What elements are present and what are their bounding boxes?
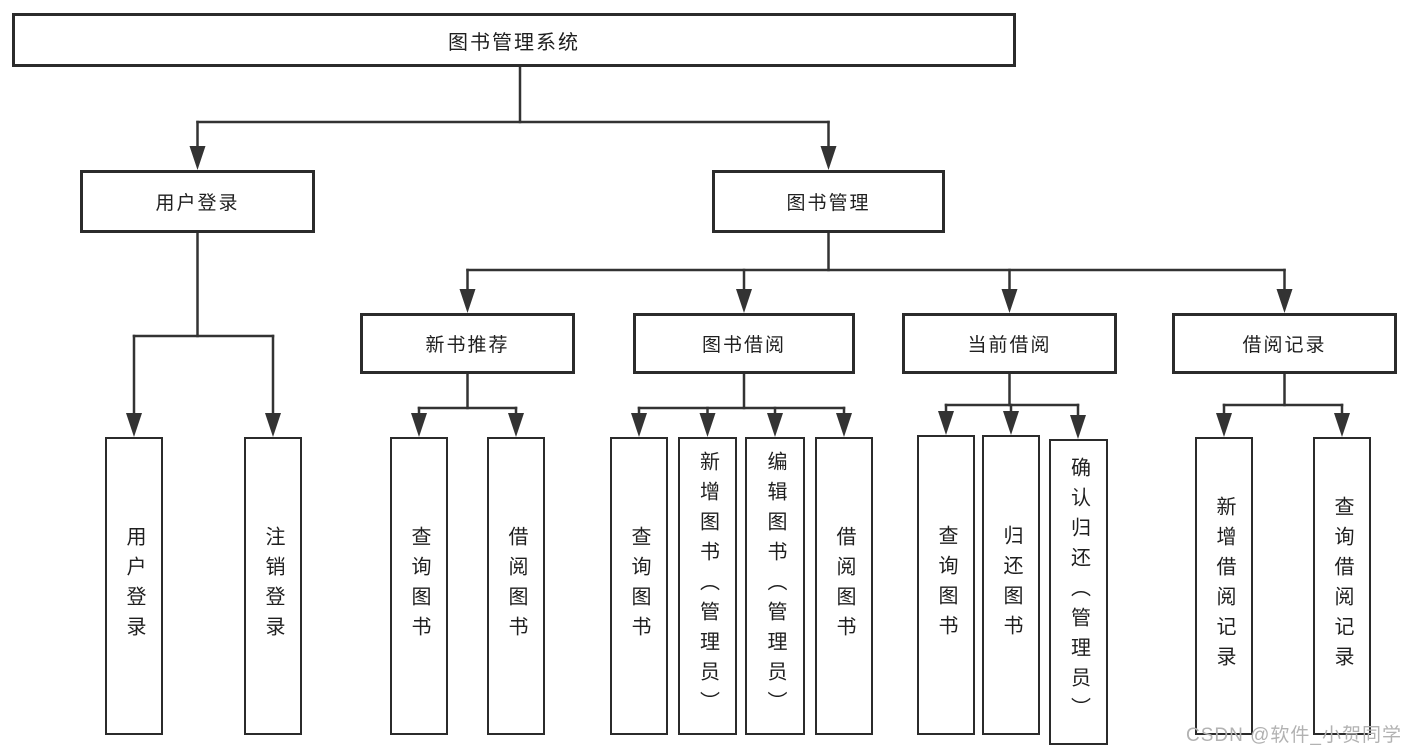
node-new-book-recommend: 新书推荐 xyxy=(360,313,575,374)
node-query-borrow-record: 查询借阅记录 xyxy=(1313,437,1371,735)
connector-new-book-recommend-to-children xyxy=(411,372,524,437)
arrowhead-icon xyxy=(836,413,852,437)
arrowhead-icon xyxy=(767,413,783,437)
csdn-watermark: CSDN @软件_小贺同学 xyxy=(1186,725,1402,746)
arrowhead-icon xyxy=(1070,415,1086,439)
node-book-borrowing: 图书借阅 xyxy=(633,313,855,374)
arrowhead-icon xyxy=(1001,289,1018,313)
node-query-books-2: 查询图书 xyxy=(610,437,668,735)
arrowhead-icon xyxy=(459,289,476,313)
arrowhead-icon xyxy=(265,413,281,437)
connector-user-login-to-children xyxy=(126,231,281,437)
node-borrow-books-1: 借阅图书 xyxy=(487,437,545,735)
node-add-borrow-record: 新增借阅记录 xyxy=(1195,437,1253,735)
connector-book-borrowing-to-children xyxy=(631,372,852,437)
node-query-books-3: 查询图书 xyxy=(917,435,975,735)
node-return-books: 归还图书 xyxy=(982,435,1040,735)
arrowhead-icon xyxy=(631,413,647,437)
node-query-books-1: 查询图书 xyxy=(390,437,448,735)
node-borrowing-records: 借阅记录 xyxy=(1172,313,1397,374)
arrowhead-icon xyxy=(1003,411,1019,435)
node-add-books-admin: 新增图书（管理员） xyxy=(678,437,737,735)
arrowhead-icon xyxy=(820,146,837,170)
arrowhead-icon xyxy=(508,413,524,437)
arrowhead-icon xyxy=(1216,413,1232,437)
node-current-borrowing: 当前借阅 xyxy=(902,313,1117,374)
connector-book-management-to-level3 xyxy=(459,231,1293,313)
arrowhead-icon xyxy=(699,413,716,437)
arrowhead-icon xyxy=(411,413,427,437)
arrowhead-icon xyxy=(189,146,206,170)
node-borrow-books-2: 借阅图书 xyxy=(815,437,873,735)
arrowhead-icon xyxy=(126,413,142,437)
node-confirm-return-admin: 确认归还（管理员） xyxy=(1049,439,1108,745)
node-logout: 注销登录 xyxy=(244,437,302,735)
connector-borrowing-records-to-children xyxy=(1216,372,1350,437)
connector-root-to-level2 xyxy=(189,65,837,170)
node-user-login-leaf: 用户登录 xyxy=(105,437,163,735)
node-library-management-system: 图书管理系统 xyxy=(12,13,1016,67)
arrowhead-icon xyxy=(1276,289,1293,313)
node-edit-books-admin: 编辑图书（管理员） xyxy=(745,437,805,735)
arrowhead-icon xyxy=(1334,413,1350,437)
node-book-management: 图书管理 xyxy=(712,170,945,233)
arrowhead-icon xyxy=(938,411,954,435)
connector-current-borrowing-to-children xyxy=(938,372,1086,439)
node-user-login: 用户登录 xyxy=(80,170,315,233)
arrowhead-icon xyxy=(736,289,752,313)
